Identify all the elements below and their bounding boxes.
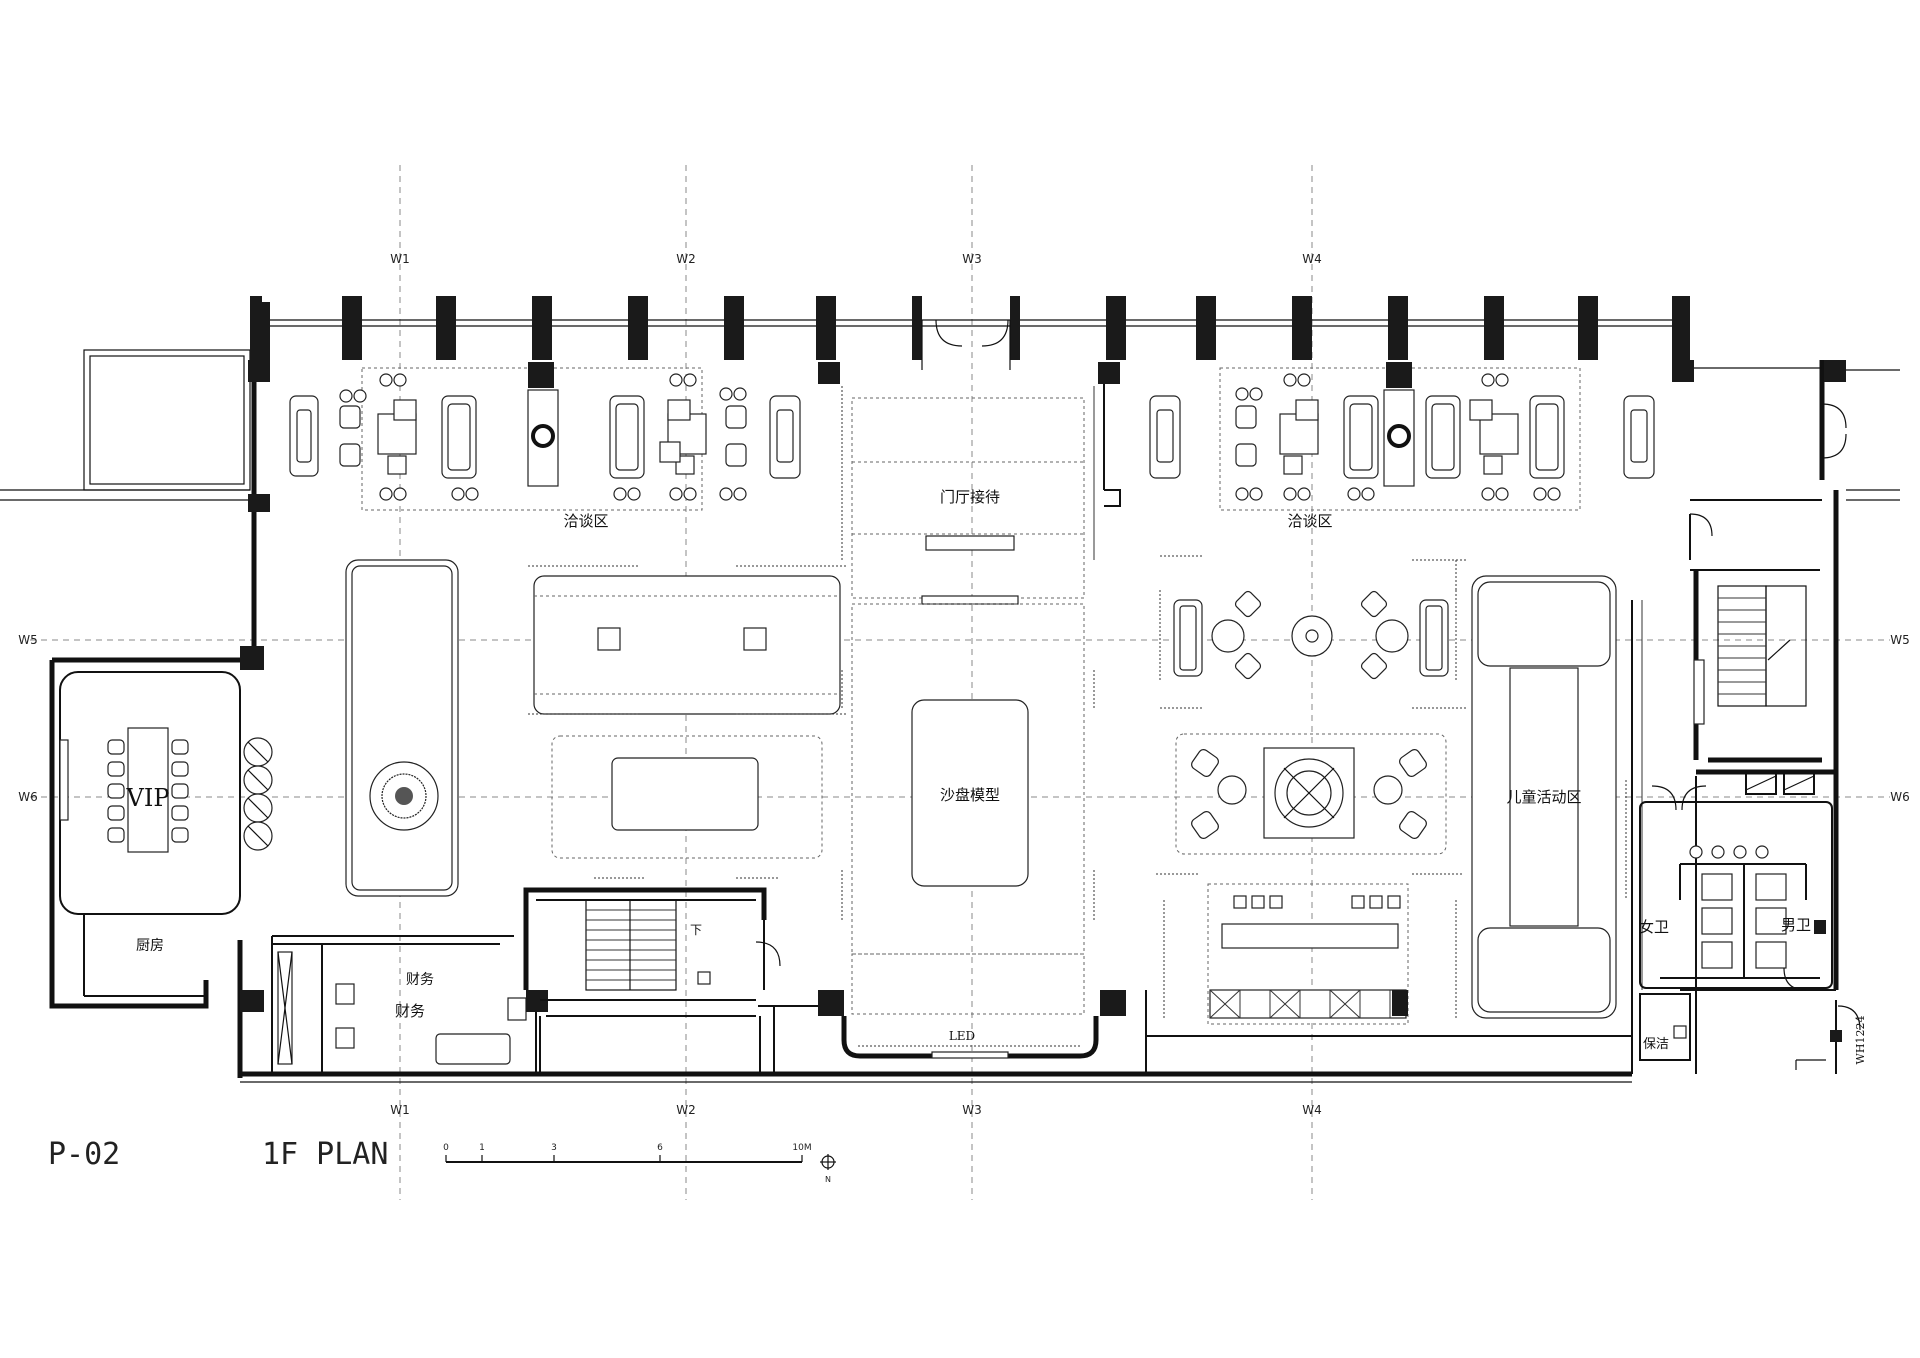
- scale-tick-10: 10M: [792, 1143, 811, 1153]
- vip-room-label: VIP: [126, 784, 170, 812]
- sheet-title: 1F PLAN: [262, 1137, 388, 1172]
- male-wc-label: 男卫: [1781, 916, 1811, 934]
- finance-sub-label: 财务: [395, 1002, 425, 1020]
- negotiation-area-left-label: 洽谈区: [563, 512, 608, 530]
- washrooms: [1639, 785, 1861, 1074]
- grid-labels-bottom: W1 W2 W3 W4: [390, 1103, 1322, 1117]
- left-middle-display: [243, 559, 846, 897]
- finance-area: [240, 935, 548, 1074]
- grid-label-w4-bottom: W4: [1302, 1103, 1322, 1117]
- grid-label-w5-right: W5: [1890, 633, 1910, 647]
- negotiation-area-right: [1149, 362, 1655, 511]
- top-facade: [250, 296, 1690, 370]
- negotiation-area-right-label: 洽谈区: [1287, 512, 1332, 530]
- grid-label-w3-bottom: W3: [962, 1103, 982, 1117]
- stamp-code: WH1224: [1854, 1016, 1867, 1065]
- kitchen-label: 厨房: [136, 938, 164, 954]
- finance-title-label: 财务: [406, 972, 434, 988]
- grid-label-w2-bottom: W2: [676, 1103, 696, 1117]
- kids-area: [1455, 560, 1643, 1019]
- grid-label-w4-top: W4: [1302, 252, 1322, 266]
- stairwell-left: [523, 877, 836, 1074]
- grid-label-w1-top: W1: [390, 252, 410, 266]
- scale-bar: 0 1 3 6 10M: [443, 1143, 812, 1163]
- grid-label-w2-top: W2: [676, 252, 696, 266]
- grid-label-w3-top: W3: [962, 252, 982, 266]
- north-arrow-icon: N: [820, 1154, 836, 1184]
- led-screen-label: LED: [949, 1029, 975, 1043]
- grid-label-w5-left: W5: [18, 633, 38, 647]
- negotiation-area-left: [289, 362, 801, 511]
- kids-area-label: 儿童活动区: [1506, 788, 1581, 806]
- grid-label-w6-right: W6: [1890, 790, 1910, 804]
- title-block: P-02 1F PLAN: [48, 1137, 388, 1172]
- right-lounge: [1145, 555, 1632, 1074]
- grid-label-w6-left: W6: [18, 790, 38, 804]
- center-hall: [818, 362, 1126, 1059]
- grid-label-w1-bottom: W1: [390, 1103, 410, 1117]
- scale-tick-0: 0: [443, 1143, 449, 1153]
- sheet-code: P-02: [48, 1137, 120, 1172]
- vip-room: [59, 727, 189, 853]
- cleaning-room-label: 保洁: [1643, 1037, 1669, 1052]
- lobby-reception-label: 门厅接待: [940, 488, 1000, 506]
- grid-labels-top: W1 W2 W3 W4: [390, 252, 1322, 266]
- scale-tick-6: 6: [657, 1143, 663, 1153]
- stairwell-right: [1689, 403, 1847, 1074]
- sand-table-label: 沙盘模型: [940, 786, 1000, 804]
- left-terrace: [0, 349, 251, 501]
- scale-tick-3: 3: [551, 1143, 557, 1153]
- grid-labels-sides: W5 W5 W6 W6: [18, 633, 1910, 804]
- stair-down-label: 下: [690, 923, 702, 937]
- north-label: N: [825, 1175, 831, 1184]
- scale-tick-1: 1: [479, 1143, 485, 1153]
- female-wc-label: 女卫: [1639, 918, 1669, 936]
